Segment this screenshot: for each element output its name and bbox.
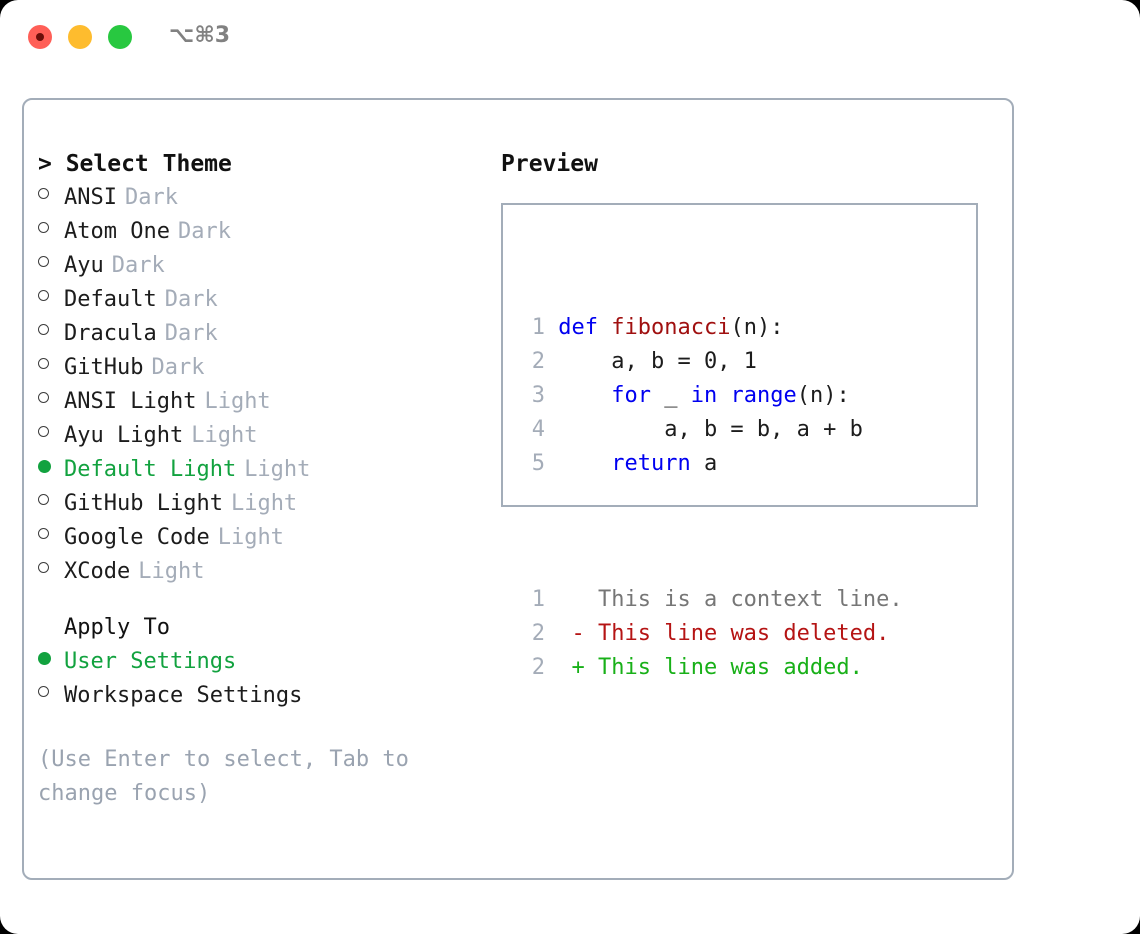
theme-item[interactable]: Google Code Light — [38, 521, 488, 555]
apply-to-heading-indent — [38, 611, 64, 645]
theme-item[interactable]: Default Dark — [38, 283, 488, 317]
line-number: 2 — [531, 655, 545, 680]
theme-item[interactable]: GitHub Light Light — [38, 487, 488, 521]
code-line: 1 def fibonacci(n): — [519, 311, 903, 345]
diff-line: 1 This is a context line. — [519, 583, 903, 617]
diff-text: This is a context line. — [571, 587, 903, 612]
theme-label: Ayu — [64, 253, 104, 278]
code-token: _ — [650, 383, 691, 408]
keyboard-hint-text: (Use Enter to select, Tab to change focu… — [38, 747, 409, 806]
diff-line: 2 + This line was added. — [519, 651, 903, 685]
theme-variant-label: Light — [204, 389, 271, 414]
line-number: 4 — [531, 417, 545, 442]
code-token: range — [730, 383, 797, 408]
code-token: a, b = b, a + b — [558, 417, 863, 442]
apply-to-label: User Settings — [64, 649, 237, 674]
keyboard-shortcut-label: ⌥⌘3 — [169, 23, 231, 48]
diff-sample: 1 This is a context line.2 - This line w… — [519, 583, 903, 685]
preview-heading: Preview — [501, 151, 598, 177]
code-line: 3 for _ in range(n): — [519, 379, 903, 413]
select-theme-heading: > Select Theme — [38, 151, 232, 177]
code-line: 5 return a — [519, 447, 903, 481]
theme-item[interactable]: Default Light Light — [38, 453, 488, 487]
line-number: 1 — [531, 587, 545, 612]
code-token: (n): — [796, 383, 850, 408]
apply-to-label: Workspace Settings — [64, 683, 303, 708]
theme-variant-label: Dark — [164, 287, 218, 312]
line-number: 5 — [531, 451, 545, 476]
apply-to-item[interactable]: User Settings — [38, 645, 488, 679]
theme-label: XCode — [64, 559, 131, 584]
theme-label: GitHub Light — [64, 491, 223, 516]
theme-variant-label: Dark — [164, 321, 218, 346]
preview-column: Preview 1 def fibonacci(n):2 a, b = 0, 1… — [501, 147, 1001, 680]
theme-variant-label: Light — [244, 457, 311, 482]
theme-item[interactable]: ANSI Light Light — [38, 385, 488, 419]
theme-item[interactable]: XCode Light — [38, 555, 488, 589]
theme-variant-label: Dark — [111, 253, 165, 278]
code-line: 2 a, b = 0, 1 — [519, 345, 903, 379]
theme-item[interactable]: Atom One Dark — [38, 215, 488, 249]
title-bar: ⌥⌘3 — [0, 0, 1140, 78]
apply-to-item[interactable]: Workspace Settings — [38, 679, 488, 713]
theme-label: Dracula — [64, 321, 157, 346]
theme-variant-label: Light — [230, 491, 298, 516]
code-token: in — [690, 383, 718, 408]
line-number: 2 — [531, 621, 545, 646]
code-token: (n): — [730, 315, 784, 340]
maximize-button[interactable] — [108, 25, 132, 49]
minimize-button[interactable] — [68, 25, 92, 49]
theme-label: Ayu Light — [64, 423, 184, 448]
theme-variant-label: Light — [217, 525, 284, 550]
code-token — [558, 383, 611, 408]
line-number: 1 — [531, 315, 545, 340]
theme-variant-label: Dark — [177, 219, 231, 244]
code-token: a, b = 0, 1 — [558, 349, 757, 374]
theme-label: Google Code — [64, 525, 210, 550]
theme-label: Atom One — [64, 219, 170, 244]
theme-label: ANSI Light — [64, 389, 197, 414]
diff-text: + This line was added. — [571, 655, 863, 680]
apply-to-heading: Apply To — [38, 611, 488, 645]
theme-variant-label: Dark — [124, 185, 178, 210]
theme-item[interactable]: Ayu Light Light — [38, 419, 488, 453]
apply-to-heading-label: Apply To — [64, 615, 170, 640]
code-line: 4 a, b = b, a + b — [519, 413, 903, 447]
code-token: fibonacci — [611, 315, 731, 340]
line-number: 2 — [531, 349, 545, 374]
theme-item[interactable]: Dracula Dark — [38, 317, 488, 351]
theme-label: Default Light — [64, 457, 237, 482]
code-token: a — [690, 451, 718, 476]
theme-variant-label: Light — [191, 423, 258, 448]
code-token — [717, 383, 730, 408]
theme-item[interactable]: Ayu Dark — [38, 249, 488, 283]
code-token: return — [611, 451, 691, 476]
diff-text: - This line was deleted. — [571, 621, 890, 646]
close-button[interactable] — [28, 25, 52, 49]
code-token: def — [558, 315, 612, 340]
code-token: for — [611, 383, 651, 408]
theme-variant-label: Light — [138, 559, 205, 584]
diff-line: 2 - This line was deleted. — [519, 617, 903, 651]
theme-label: Default — [64, 287, 157, 312]
theme-label: GitHub — [64, 355, 144, 380]
line-number: 3 — [531, 383, 545, 408]
theme-label: ANSI — [64, 185, 117, 210]
theme-item[interactable]: ANSI Dark — [38, 181, 488, 215]
theme-variant-label: Dark — [151, 355, 205, 380]
theme-item[interactable]: GitHub Dark — [38, 351, 488, 385]
code-token — [558, 451, 611, 476]
